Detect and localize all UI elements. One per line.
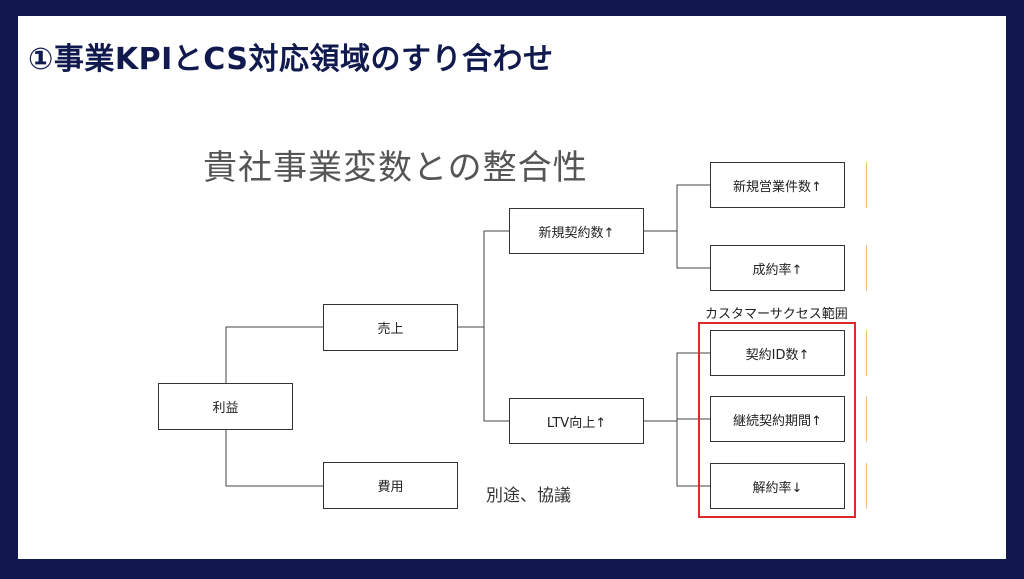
node-contract-period: 継続契約期間↑ xyxy=(710,396,845,442)
cs-scope-label: カスタマーサクセス範囲 xyxy=(705,307,848,322)
node-sales: 売上 xyxy=(323,304,458,351)
connector-sales-newcontract xyxy=(483,230,509,327)
diagram-heading: 貴社事業変数との整合性 xyxy=(203,148,588,188)
cs-scope-frame xyxy=(698,322,856,518)
accent-tick xyxy=(866,463,867,509)
node-new-contracts: 新規契約数↑ xyxy=(509,208,644,254)
node-cost: 費用 xyxy=(323,462,458,509)
accent-tick xyxy=(866,162,867,208)
node-ltv: LTV向上↑ xyxy=(509,398,644,444)
connector-newcontract-rate xyxy=(676,231,710,269)
node-profit: 利益 xyxy=(158,383,293,430)
connector-newcontract-deals xyxy=(676,184,710,231)
connector-profit-cost xyxy=(225,430,323,487)
connector-sales-ltv xyxy=(483,327,509,422)
accent-tick xyxy=(866,330,867,376)
cost-note: 別途、協議 xyxy=(486,486,571,506)
node-contract-ids: 契約ID数↑ xyxy=(710,330,845,376)
accent-tick xyxy=(866,396,867,442)
slide-title: ①事業KPIとCS対応領域のすり合わせ xyxy=(28,42,554,77)
connector-profit-sales xyxy=(225,326,323,383)
node-new-deals: 新規営業件数↑ xyxy=(710,162,845,208)
accent-tick xyxy=(866,245,867,291)
node-churn-rate: 解約率↓ xyxy=(710,463,845,509)
node-close-rate: 成約率↑ xyxy=(710,245,845,291)
